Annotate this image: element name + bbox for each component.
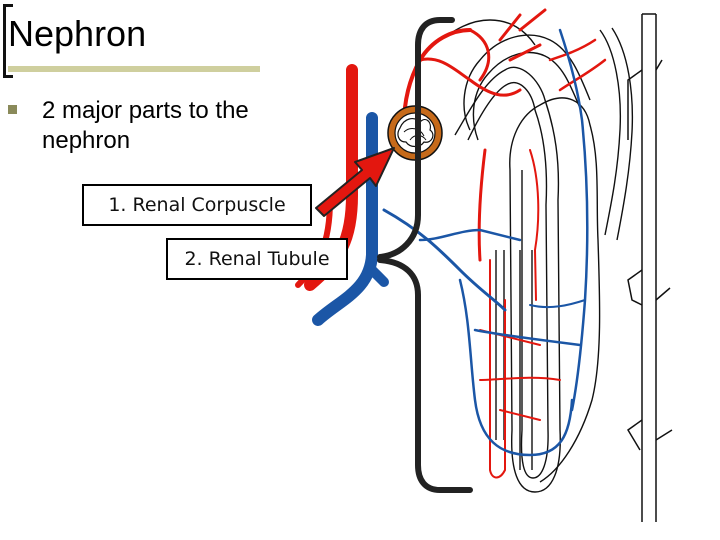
bullet-text: 2 major parts to the nephron xyxy=(42,97,249,154)
red-arrow-icon xyxy=(315,147,395,217)
label-renal-corpuscle: 1. Renal Corpuscle xyxy=(82,184,312,226)
square-bullet-icon xyxy=(8,105,17,114)
title-underline xyxy=(8,66,260,72)
renal-tubule-loops xyxy=(439,19,634,493)
label-renal-tubule: 2. Renal Tubule xyxy=(166,238,348,280)
slide-title: Nephron xyxy=(8,13,147,54)
corpuscle-bracket xyxy=(377,17,455,260)
nephron-brackets xyxy=(377,17,473,493)
veins xyxy=(312,28,589,457)
collecting-duct xyxy=(627,13,673,522)
tubule-bracket xyxy=(377,257,473,493)
title-bracket xyxy=(3,4,13,78)
